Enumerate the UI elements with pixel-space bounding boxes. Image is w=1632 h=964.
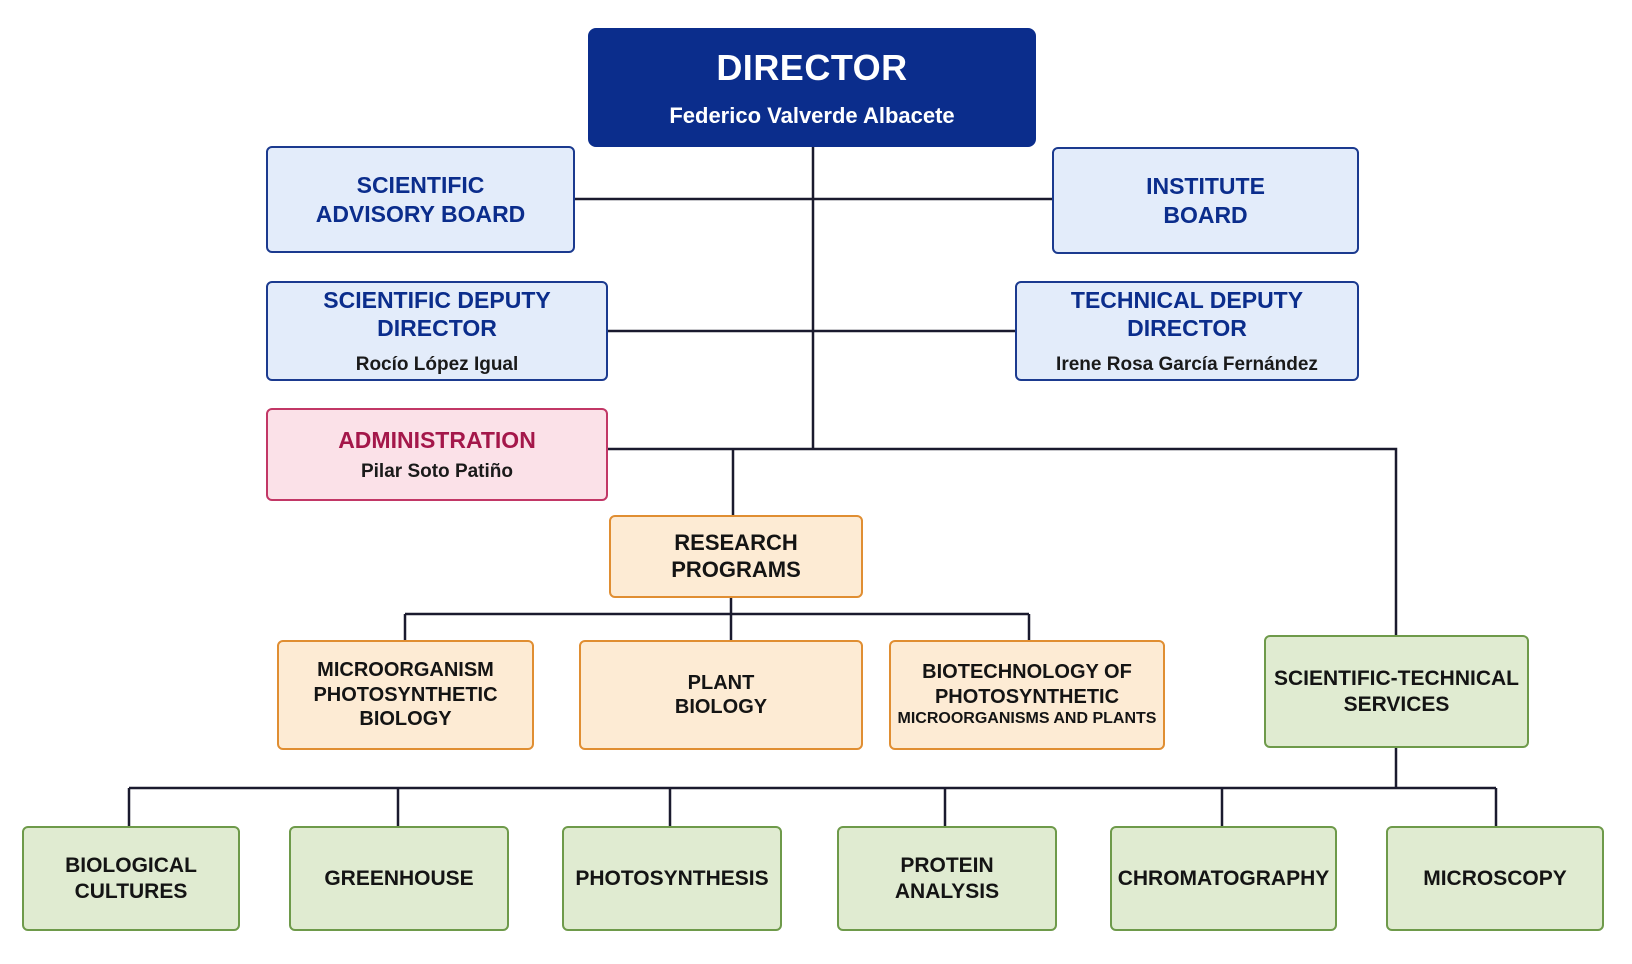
director-title: DIRECTOR: [716, 46, 908, 88]
research-programs-title: RESEARCH PROGRAMS: [671, 529, 801, 582]
scientific-technical-services-title: SCIENTIFIC-TECHNICAL SERVICES: [1274, 666, 1519, 716]
program-biotechnology-box: BIOTECHNOLOGY OF PHOTOSYNTHETIC MICROORG…: [889, 640, 1165, 750]
connector-admin-services: [608, 447, 1398, 635]
administration-name: Pilar Soto Patiño: [360, 460, 514, 482]
technical-deputy-director-name: Irene Rosa García Fernández: [1056, 354, 1318, 376]
scientific-advisory-board-title: SCIENTIFIC ADVISORY BOARD: [315, 172, 526, 227]
program-title: MICROORGANISM PHOTOSYNTHETIC BIOLOGY: [313, 659, 498, 731]
technical-deputy-director-box: TECHNICAL DEPUTY DIRECTOR Irene Rosa Gar…: [1015, 281, 1359, 381]
program-title: PLANT BIOLOGY: [674, 671, 768, 718]
research-programs-box: RESEARCH PROGRAMS: [609, 515, 863, 598]
service-greenhouse-box: GREENHOUSE: [289, 826, 509, 931]
service-protein-analysis-box: PROTEIN ANALYSIS: [837, 826, 1057, 931]
scientific-deputy-director-name: Rocío López Igual: [355, 354, 519, 376]
scientific-deputy-director-box: SCIENTIFIC DEPUTY DIRECTOR Rocío López I…: [266, 281, 608, 381]
service-title: MICROSCOPY: [1423, 866, 1567, 890]
service-title: PHOTOSYNTHESIS: [575, 866, 769, 890]
technical-deputy-director-title: TECHNICAL DEPUTY DIRECTOR: [1070, 286, 1304, 341]
service-chromatography-box: CHROMATOGRAPHY: [1110, 826, 1337, 931]
program-title-small: MICROORGANISMS AND PLANTS: [897, 709, 1157, 727]
program-microorganism-photosynthetic-biology-box: MICROORGANISM PHOTOSYNTHETIC BIOLOGY: [277, 640, 534, 750]
director-name: Federico Valverde Albacete: [669, 103, 955, 129]
service-title: GREENHOUSE: [324, 866, 474, 890]
program-title: BIOTECHNOLOGY OF PHOTOSYNTHETIC: [922, 661, 1132, 708]
service-biological-cultures-box: BIOLOGICAL CULTURES: [22, 826, 240, 931]
scientific-advisory-board-box: SCIENTIFIC ADVISORY BOARD: [266, 146, 575, 253]
institute-board-box: INSTITUTE BOARD: [1052, 147, 1359, 254]
service-title: CHROMATOGRAPHY: [1117, 866, 1330, 890]
institute-board-title: INSTITUTE BOARD: [1146, 173, 1265, 228]
program-plant-biology-box: PLANT BIOLOGY: [579, 640, 863, 750]
service-photosynthesis-box: PHOTOSYNTHESIS: [562, 826, 782, 931]
administration-box: ADMINISTRATION Pilar Soto Patiño: [266, 408, 608, 501]
director-box: DIRECTOR Federico Valverde Albacete: [588, 28, 1036, 147]
administration-title: ADMINISTRATION: [338, 427, 536, 454]
scientific-technical-services-box: SCIENTIFIC-TECHNICAL SERVICES: [1264, 635, 1529, 748]
service-microscopy-box: MICROSCOPY: [1386, 826, 1604, 931]
service-title: BIOLOGICAL CULTURES: [65, 853, 197, 903]
service-title: PROTEIN ANALYSIS: [894, 853, 1000, 903]
scientific-deputy-director-title: SCIENTIFIC DEPUTY DIRECTOR: [323, 286, 551, 341]
